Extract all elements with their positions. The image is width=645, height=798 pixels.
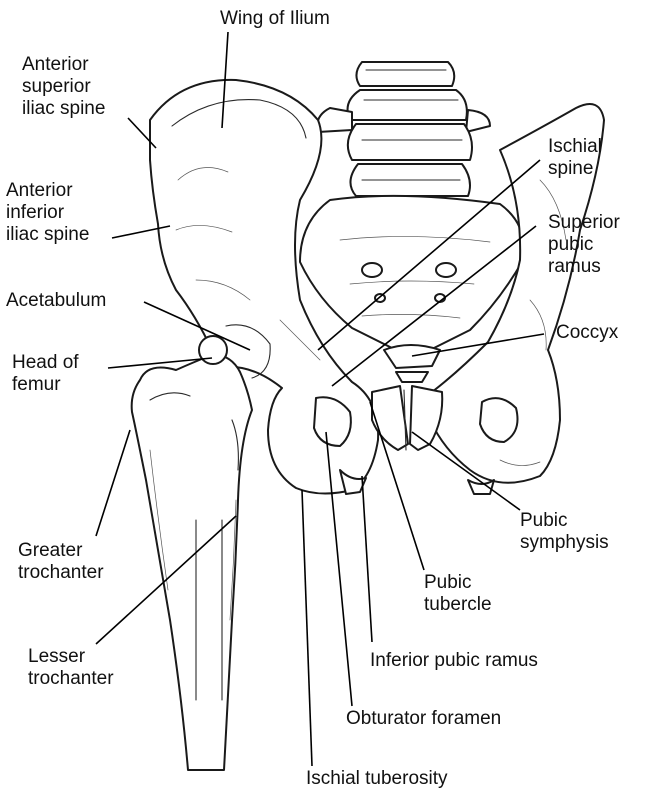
label-line: inferior — [6, 202, 89, 224]
coccyx — [384, 345, 440, 368]
label-line: Head of — [12, 352, 79, 374]
label-pubic-symphysis: Pubic symphysis — [520, 510, 609, 554]
lumbar-vertebrae — [317, 62, 490, 196]
label-wing-of-ilium: Wing of Ilium — [220, 8, 330, 30]
label-line: Anterior — [6, 180, 89, 202]
label-inferior-pubic-ramus: Inferior pubic ramus — [370, 650, 538, 672]
label-line: spine — [548, 158, 602, 180]
label-line: pubic — [548, 234, 620, 256]
label-line: Acetabulum — [6, 290, 106, 312]
label-ischial-spine: Ischial spine — [548, 136, 602, 180]
label-line: Ischial tuberosity — [306, 768, 448, 790]
label-line: Pubic — [424, 572, 492, 594]
label-line: Lesser — [28, 646, 114, 668]
label-ischial-tuberosity: Ischial tuberosity — [306, 768, 448, 790]
femur — [132, 336, 252, 770]
label-line: iliac spine — [22, 98, 105, 120]
label-asis: Anterior superior iliac spine — [22, 54, 105, 120]
label-line: trochanter — [18, 562, 104, 584]
label-coccyx: Coccyx — [556, 322, 618, 344]
sacrum — [300, 196, 524, 350]
label-line: femur — [12, 374, 79, 396]
label-line: Pubic — [520, 510, 609, 532]
label-aiis: Anterior inferior iliac spine — [6, 180, 89, 246]
leader-greater-trochanter — [96, 430, 130, 536]
label-line: Anterior — [22, 54, 105, 76]
coccyx-tip — [396, 372, 428, 382]
label-line: symphysis — [520, 532, 609, 554]
label-line: Greater — [18, 540, 104, 562]
label-line: Wing of Ilium — [220, 8, 330, 30]
label-line: iliac spine — [6, 224, 89, 246]
label-line: Superior — [548, 212, 620, 234]
label-superior-pubic-ramus: Superior pubic ramus — [548, 212, 620, 278]
label-lesser-trochanter: Lesser trochanter — [28, 646, 114, 690]
label-head-of-femur: Head of femur — [12, 352, 79, 396]
label-line: Coccyx — [556, 322, 618, 344]
label-line: Inferior pubic ramus — [370, 650, 538, 672]
label-line: trochanter — [28, 668, 114, 690]
label-acetabulum: Acetabulum — [6, 290, 106, 312]
label-line: Ischial — [548, 136, 602, 158]
label-obturator-foramen: Obturator foramen — [346, 708, 501, 730]
label-line: superior — [22, 76, 105, 98]
leader-inferior-pubic-ramus — [362, 476, 372, 642]
label-line: Obturator foramen — [346, 708, 501, 730]
label-pubic-tubercle: Pubic tubercle — [424, 572, 492, 616]
label-line: tubercle — [424, 594, 492, 616]
label-greater-trochanter: Greater trochanter — [18, 540, 104, 584]
label-line: ramus — [548, 256, 620, 278]
leader-ischial-tuberosity — [302, 490, 312, 766]
